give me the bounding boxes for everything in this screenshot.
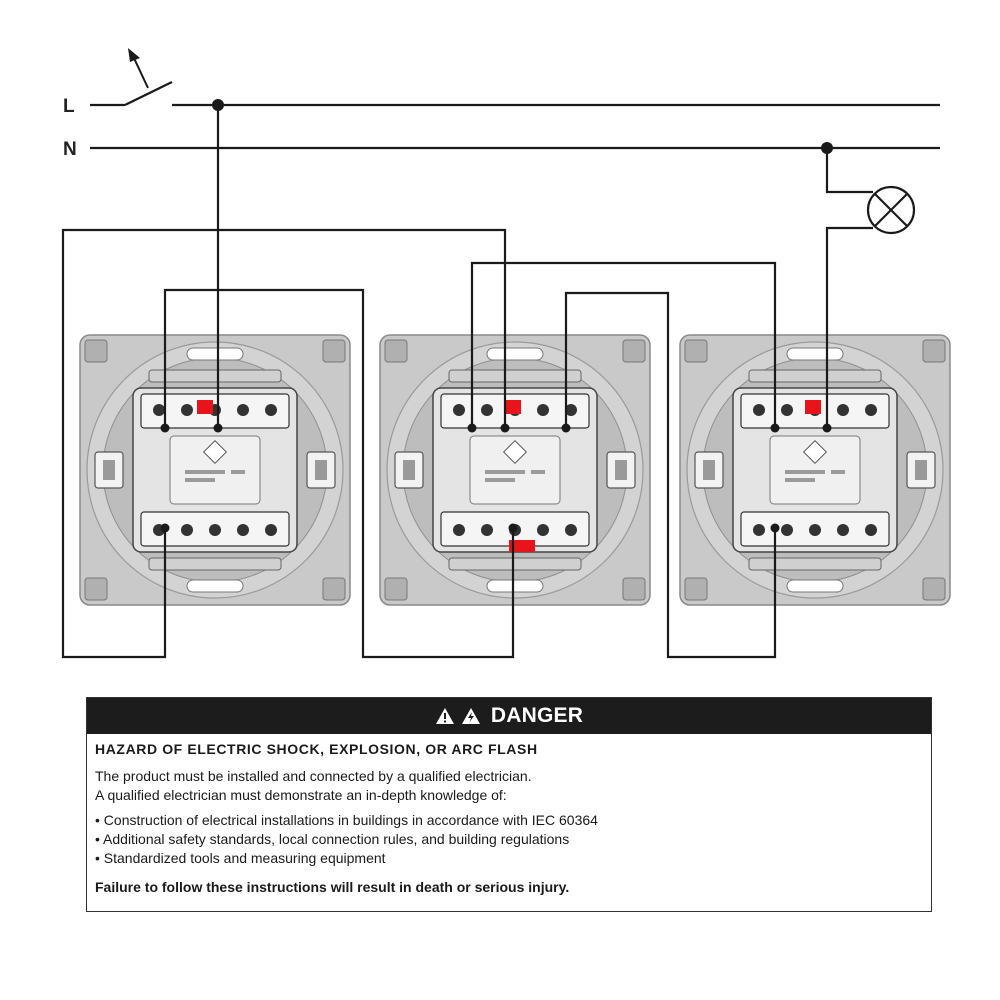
list-item: Standardized tools and measuring equipme… xyxy=(95,849,923,868)
neutral-label: N xyxy=(63,139,77,160)
wire-lamp-to-right-switch xyxy=(825,226,873,428)
junction-live xyxy=(212,99,224,111)
paragraph-knowledge: A qualified electrician must demonstrate… xyxy=(95,787,507,803)
terminal-dots xyxy=(160,423,832,533)
warning-footer: Failure to follow these instructions wil… xyxy=(95,879,570,895)
wire-traveller-left-inner xyxy=(163,288,515,659)
two-way-switch-left xyxy=(79,334,351,606)
danger-title: DANGER xyxy=(490,704,584,727)
knowledge-list: Construction of electrical installations… xyxy=(95,811,923,868)
wires xyxy=(61,81,940,659)
terminal-highlight-center-bottom xyxy=(509,540,535,552)
list-item: Construction of electrical installations… xyxy=(95,811,923,830)
warning-triangle-icon xyxy=(435,708,454,724)
wire-neutral-to-lamp xyxy=(825,148,873,194)
list-item: Additional safety standards, local conne… xyxy=(95,830,923,849)
junction-neutral xyxy=(821,142,833,154)
lamp-icon xyxy=(866,185,916,235)
terminal-highlight-center-top xyxy=(505,400,521,414)
intermediate-switch-center xyxy=(379,334,651,606)
isolator-switch-blade xyxy=(124,81,173,106)
terminal-highlight-left xyxy=(197,400,213,414)
danger-header: DANGER xyxy=(87,698,931,734)
isolator-arrow xyxy=(128,48,149,89)
hazard-heading: HAZARD OF ELECTRIC SHOCK, EXPLOSION, OR … xyxy=(95,741,538,757)
paragraph-qualified-electrician: The product must be installed and connec… xyxy=(95,768,532,784)
shock-warning-icon xyxy=(461,708,480,724)
wire-traveller-right-outer xyxy=(470,261,777,428)
two-way-switch-right xyxy=(679,334,951,606)
live-label: L xyxy=(63,96,75,117)
wiring-diagram: L N xyxy=(61,48,951,659)
danger-notice: DANGER HAZARD OF ELECTRIC SHOCK, EXPLOSI… xyxy=(86,697,932,912)
terminal-highlight-right xyxy=(805,400,821,414)
wire-traveller-right-inner xyxy=(564,291,777,659)
danger-body: HAZARD OF ELECTRIC SHOCK, EXPLOSION, OR … xyxy=(87,734,931,897)
